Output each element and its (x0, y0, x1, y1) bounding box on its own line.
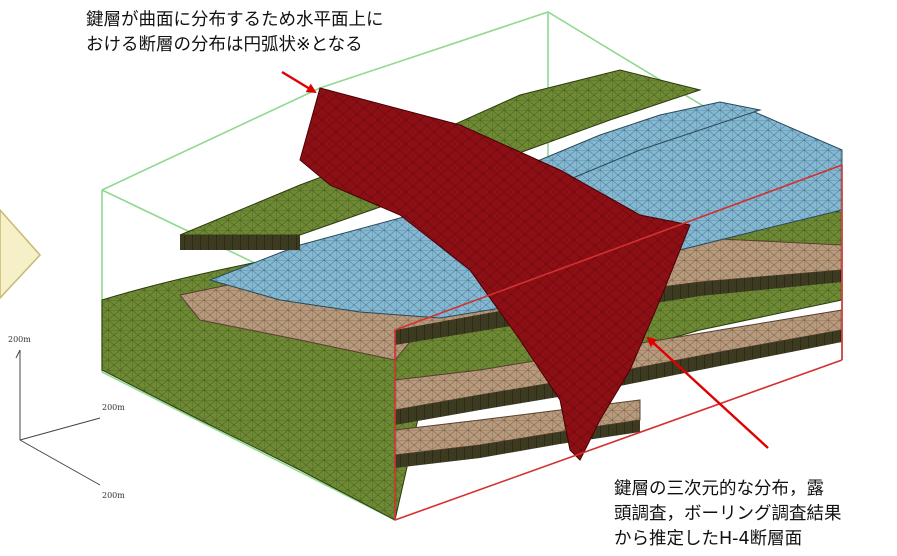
axis-label-horizontal-x: 200m (102, 403, 125, 412)
callout-bottom: 鍵層の三次元的な分布，露 頭調査，ボーリング調査結果 から推定したH-4断層面 (614, 477, 842, 552)
bounding-box-back (101, 11, 843, 521)
arrow-to-fault-plane (646, 336, 769, 449)
callout-bottom-line1: 鍵層の三次元的な分布，露 (614, 479, 824, 499)
callout-bottom-line3: から推定したH-4断層面 (614, 529, 803, 549)
bounding-box-front (394, 164, 843, 521)
axis-label-horizontal-y: 200m (102, 491, 125, 500)
side-panel-shape (0, 208, 42, 300)
axis-label-vertical: 200m (8, 335, 31, 344)
callout-bottom-line2: 頭調査，ボーリング調査結果 (614, 504, 842, 524)
fault-surface (299, 87, 691, 461)
arrow-to-fault-trace (281, 70, 317, 94)
callout-top-line1: 鍵層が曲面に分布するため水平面上に (86, 10, 384, 30)
callout-top-line2: おける断層の分布は円弧状※となる (86, 35, 363, 55)
callout-top: 鍵層が曲面に分布するため水平面上に おける断層の分布は円弧状※となる (86, 8, 384, 58)
scale-axes (15, 349, 101, 486)
